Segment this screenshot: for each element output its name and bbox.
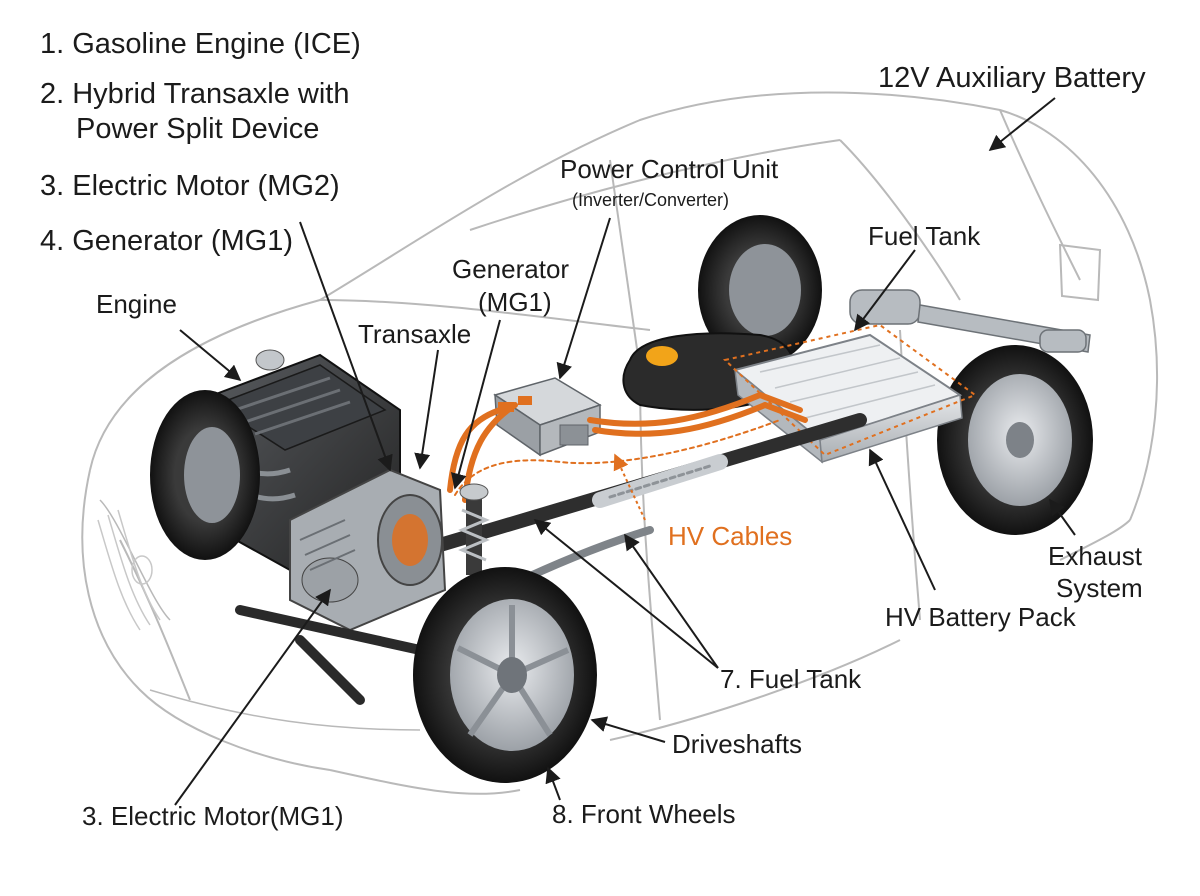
label-electric-motor: 3. Electric Motor(MG1)	[82, 801, 344, 831]
front-subframe	[235, 605, 425, 705]
arrow-engine	[179, 329, 242, 382]
legend-item-2: 2. Hybrid Transaxle with	[40, 78, 350, 110]
callout-arrows	[174, 97, 1076, 806]
rear-left-wheel	[698, 215, 822, 365]
label-exhaust: Exhaust	[1048, 541, 1142, 571]
front-near-wheel	[413, 567, 597, 783]
exhaust-system	[849, 289, 1091, 353]
arrow-driveshafts	[590, 716, 666, 743]
label-pcu-sub: (Inverter/Converter)	[572, 190, 730, 210]
label-generator: Generator	[452, 254, 570, 284]
front-strut	[458, 483, 490, 575]
arrow-pcu	[556, 217, 611, 380]
arrow-mg2	[299, 221, 393, 472]
label-engine: Engine	[96, 289, 177, 319]
arrow-fuel-tank-top	[854, 249, 916, 332]
arrow-fuel-tank-7b	[624, 533, 719, 669]
power-control-unit	[493, 377, 602, 457]
label-transaxle: Transaxle	[358, 319, 472, 349]
label-pcu: Power Control Unit	[560, 154, 779, 184]
arrow-generator	[450, 319, 501, 490]
arrow-electric-motor	[174, 588, 331, 806]
arrow-fuel-tank-7a	[533, 518, 719, 669]
legend-item-2-cont: Power Split Device	[76, 113, 320, 145]
arrow-front-wheels	[545, 766, 561, 801]
front-grille	[97, 509, 161, 631]
label-fuel-tank-7: 7. Fuel Tank	[720, 664, 862, 694]
arrow-exhaust	[1049, 498, 1076, 536]
arrow-transaxle	[414, 349, 439, 470]
label-hv-cables: HV Cables	[668, 521, 793, 551]
label-generator-mg1: (MG1)	[478, 287, 552, 317]
arrow-hv-battery	[868, 448, 936, 591]
legend-item-3: 3. Electric Motor (MG2)	[40, 170, 340, 202]
label-fuel-tank-top: Fuel Tank	[868, 221, 981, 251]
label-hv-battery: HV Battery Pack	[885, 602, 1076, 632]
label-front-wheels: 8. Front Wheels	[552, 799, 736, 829]
legend-item-1: 1. Gasoline Engine (ICE)	[40, 28, 361, 60]
rear-right-wheel	[937, 345, 1093, 535]
label-aux-battery: 12V Auxiliary Battery	[878, 62, 1146, 94]
legend-item-4: 4. Generator (MG1)	[40, 225, 294, 257]
arrow-aux-battery	[988, 97, 1056, 151]
label-exhaust-system: System	[1056, 573, 1143, 603]
label-driveshafts: Driveshafts	[672, 729, 803, 759]
front-far-wheel	[150, 390, 260, 560]
